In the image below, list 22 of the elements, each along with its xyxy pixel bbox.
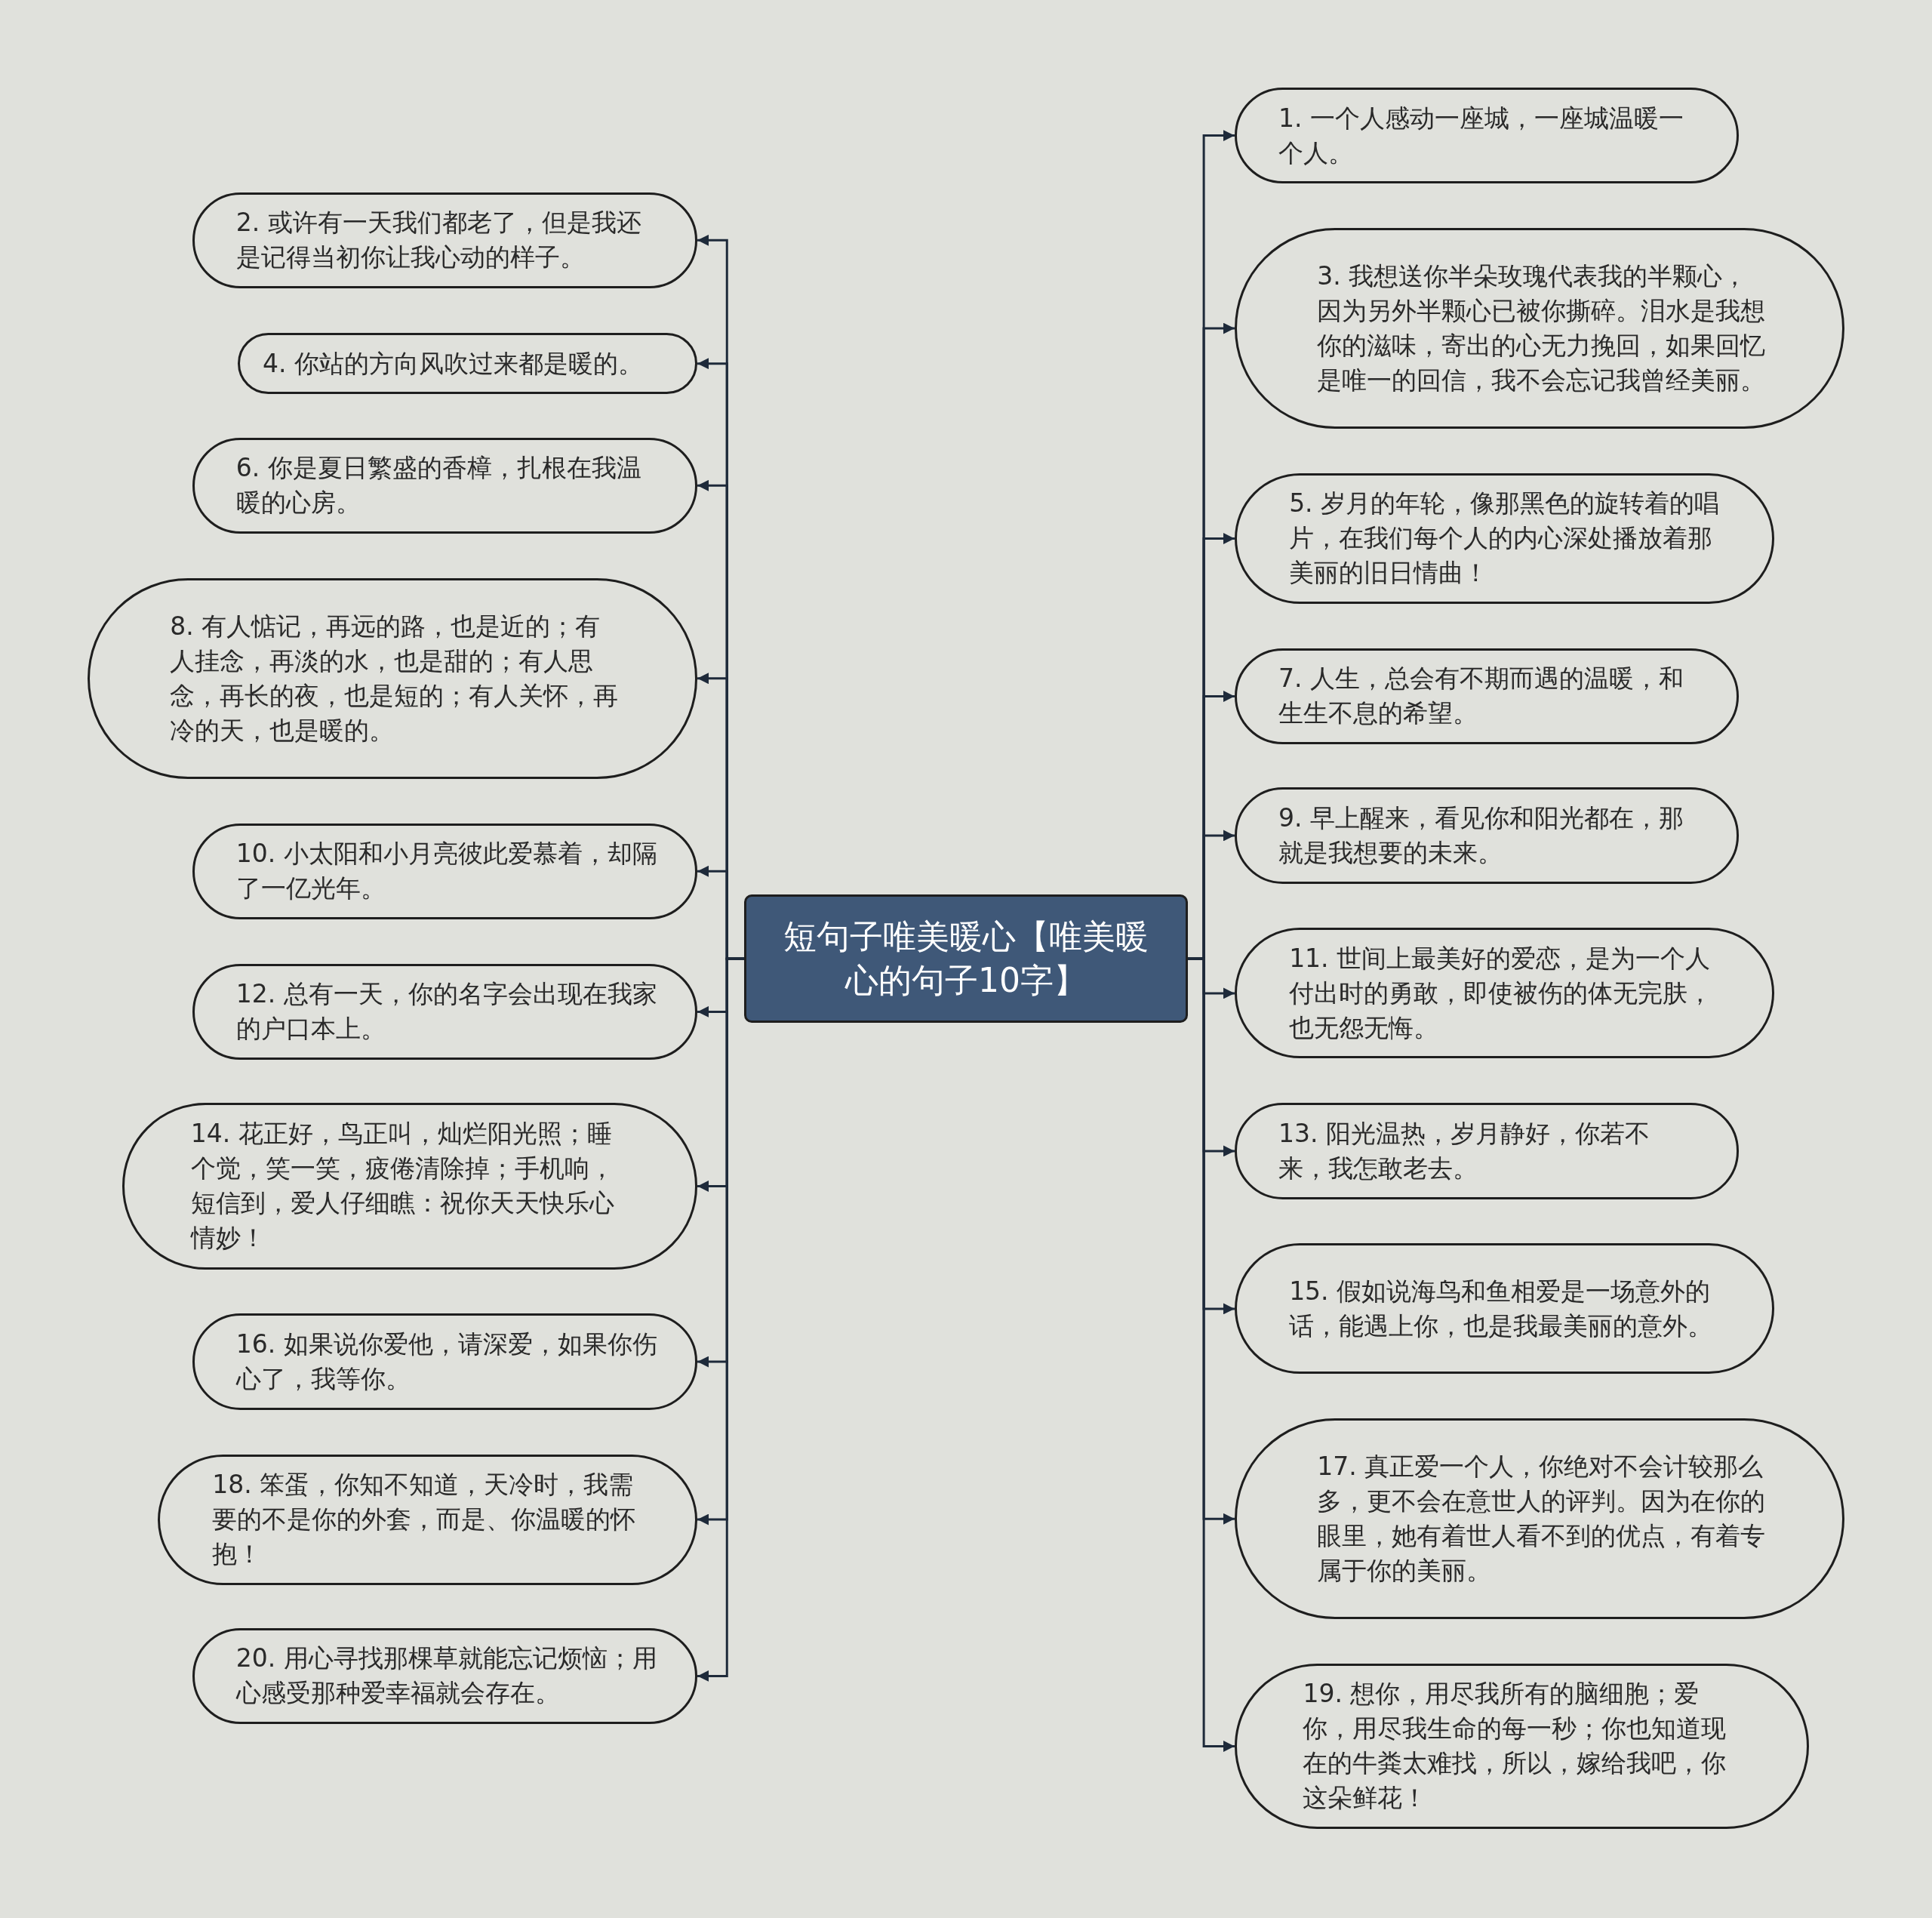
sentence-text: 15. 假如说海鸟和鱼相爱是一场意外的话，能遇上你，也是我最美丽的意外。 bbox=[1289, 1275, 1714, 1342]
title-text: 短句子唯美暖心【唯美暖心的句子10字】 bbox=[783, 916, 1149, 1002]
sentence-text: 13. 阳光温热，岁月静好，你若不来，我怎敢老去。 bbox=[1278, 1117, 1651, 1184]
sentence-text: 2. 或许有一天我们都老了，但是我还是记得当初你让我心动的样子。 bbox=[235, 207, 642, 274]
sentence-text: 3. 我想送你半朵玫瑰代表我的半颗心，因为另外半颗心已被你撕碎。泪水是我想你的滋味，寄出的心无力挽回，如果回忆是唯一的回信，我不会忘记我曾经美丽。 bbox=[1317, 260, 1767, 397]
sentence-text: 9. 早上醒来，看见你和阳光都在，那就是我想要的未来。 bbox=[1278, 802, 1684, 869]
sentence-text: 6. 你是夏日繁盛的香樟，扎根在我温暖的心房。 bbox=[235, 452, 642, 519]
sentence-text: 12. 总有一天，你的名字会出现在我家的户口本上。 bbox=[235, 978, 658, 1045]
sentence-text: 14. 花正好，鸟正叫，灿烂阳光照；睡个觉，笑一笑，疲倦清除掉；手机响，短信到，爱人仔细瞧：祝你天天快乐心情妙！ bbox=[190, 1118, 615, 1255]
sentence-text: 11. 世间上最美好的爱恋，是为一个人付出时的勇敢，即使被伤的体无完肤，也无怨无悔。 bbox=[1289, 942, 1714, 1044]
topic-box bbox=[744, 894, 1188, 1024]
sentence-text: 10. 小太阳和小月亮彼此爱慕着，却隔了一亿光年。 bbox=[235, 838, 658, 905]
sentence-text: 7. 人生，总会有不期而遇的温暖，和生生不息的希望。 bbox=[1278, 663, 1684, 730]
sentence-text: 18. 笨蛋，你知不知道，天冷时，我需要的不是你的外套，而是、你温暖的怀抱！ bbox=[212, 1469, 637, 1571]
sentence-text: 8. 有人惦记，再远的路，也是近的；有人挂念，再淡的水，也是甜的；有人思念，再长的夜，也是短的；有人关怀，再冷的天，也是暖的。 bbox=[170, 610, 620, 747]
sentence-text: 20. 用心寻找那棵草就能忘记烦恼；用心感受那种爱幸福就会存在。 bbox=[235, 1642, 658, 1710]
sentence-text: 17. 真正爱一个人，你绝对不会计较那么多，更不会在意世人的评判。因为在你的眼里，她有着世人看不到的优点，有着专属于你的美丽。 bbox=[1317, 1451, 1767, 1587]
sentence-text: 16. 如果说你爱他，请深爱，如果你伤心了，我等你。 bbox=[235, 1328, 658, 1396]
sentence-text: 19. 想你，用尽我所有的脑细胞；爱你，用尽我生命的每一秒；你也知道现在的牛粪太难找，所以，嫁给我吧，你这朵鲜花！ bbox=[1303, 1678, 1727, 1815]
sentence-text: 5. 岁月的年轮，像那黑色的旋转着的唱片，在我们每个人的内心深处播放着那美丽的旧日情曲！ bbox=[1289, 488, 1721, 590]
sentence-text: 4. 你站的方向风吹过来都是暖的。 bbox=[263, 347, 644, 380]
sentence-text: 1. 一个人感动一座城，一座城温暖一个人。 bbox=[1278, 102, 1684, 169]
